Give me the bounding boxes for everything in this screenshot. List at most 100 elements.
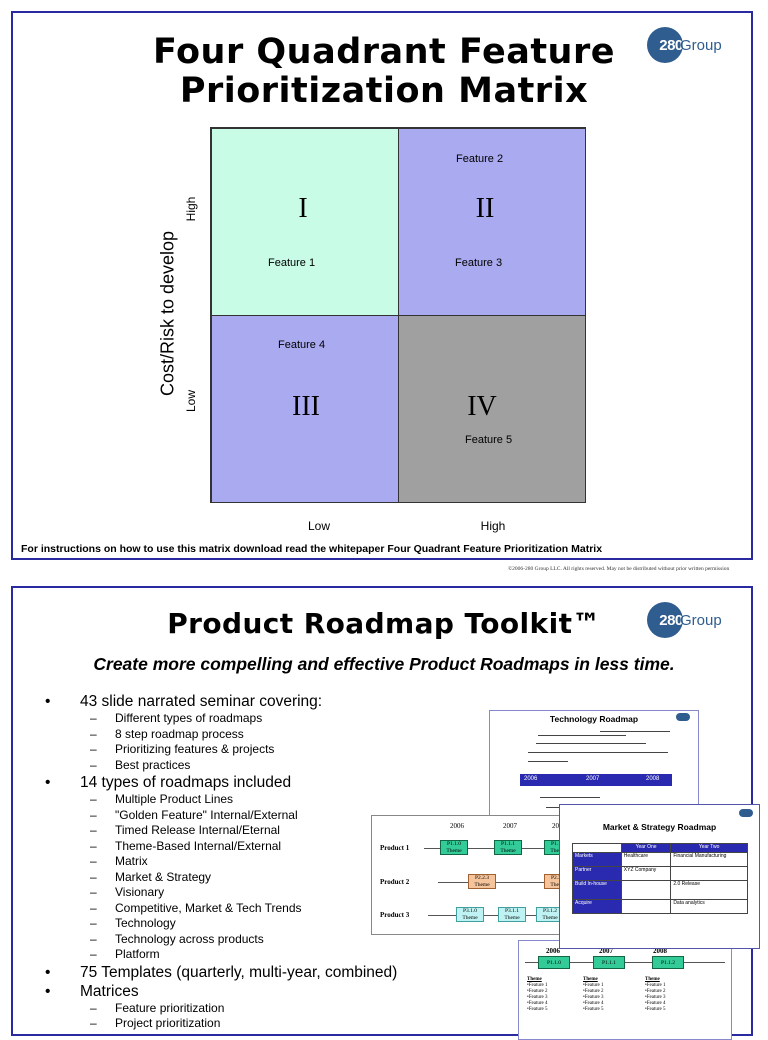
release-box: P1.1.2 bbox=[652, 956, 684, 969]
logo-circle: 280 bbox=[647, 602, 683, 638]
sub-bullet-item: 8 step roadmap process bbox=[80, 727, 397, 743]
table-cell: XYZ Company bbox=[620, 866, 672, 881]
bullet-text: Matrices bbox=[80, 982, 139, 1000]
sub-bullet-item: Technology bbox=[80, 916, 397, 932]
sub-bullet-item: Technology across products bbox=[80, 932, 397, 948]
slide-feature-matrix: Four Quadrant Feature Prioritization Mat… bbox=[11, 11, 753, 560]
slide-roadmap-toolkit: Product Roadmap Toolkit™ 280 Group Creat… bbox=[11, 586, 760, 1040]
theme-column: Theme •Feature 1 •Feature 2 •Feature 3 •… bbox=[527, 977, 548, 1013]
feature-1-label: Feature 1 bbox=[268, 257, 316, 269]
theme-item: •Feature 4 bbox=[583, 1001, 604, 1006]
logo-text: Group bbox=[680, 36, 722, 54]
product-lines-thumbnail: 2006 2007 2008 Product 1 Product 2 Produ… bbox=[371, 815, 583, 935]
y-tick-low: Low bbox=[184, 390, 198, 413]
table-cell bbox=[620, 899, 672, 914]
theme-column: Theme •Feature 1 •Feature 2 •Feature 3 •… bbox=[583, 977, 604, 1013]
y-axis-label: Cost/Risk to develop bbox=[157, 230, 178, 397]
timeline-arrow bbox=[525, 962, 725, 963]
theme-item: •Feature 4 bbox=[527, 1001, 548, 1006]
slide1-title: Four Quadrant Feature Prioritization Mat… bbox=[13, 33, 755, 111]
release-box: P1.1.0 bbox=[538, 956, 570, 969]
release-box: P1.1.1 Theme bbox=[494, 840, 522, 855]
quadrant-1-numeral: I bbox=[298, 193, 308, 224]
slide1-title-line1: Four Quadrant Feature bbox=[153, 32, 615, 72]
theme-column: Theme •Feature 1 •Feature 2 •Feature 3 •… bbox=[645, 977, 666, 1013]
table-col-header: Year Two bbox=[670, 843, 748, 853]
sub-bullet-item: Competitive, Market & Tech Trends bbox=[80, 901, 397, 917]
release-box: P3.1.1 Theme bbox=[498, 907, 526, 922]
release-box: P3.1.0 Theme bbox=[456, 907, 484, 922]
logo-number: 280 bbox=[659, 611, 683, 629]
theme-item: •Feature 5 bbox=[645, 1007, 666, 1012]
feature-5-label: Feature 5 bbox=[465, 434, 513, 446]
theme-roadmap-thumbnail: 2006 2007 2008 P1.1.0 P1.1.1 P1.1.2 Them… bbox=[518, 940, 732, 1040]
theme-item: •Feature 2 bbox=[527, 989, 548, 994]
quadrant-2: Feature 2 II Feature 3 bbox=[398, 128, 586, 316]
theme-item: •Feature 1 bbox=[583, 983, 604, 988]
roadmap-line bbox=[538, 735, 626, 736]
quadrant-4-numeral: IV bbox=[467, 391, 497, 422]
timeline-bar: 2006 2007 2008 bbox=[520, 774, 672, 786]
theme-item: •Feature 3 bbox=[645, 995, 666, 1000]
sub-bullet-item: Multiple Product Lines bbox=[80, 792, 397, 808]
logo-number: 280 bbox=[659, 36, 683, 54]
quadrant-matrix: I Feature 1 Feature 2 II Feature 3 Featu… bbox=[210, 127, 586, 503]
table-cell: Financial Manufacturing bbox=[670, 852, 748, 867]
table-row-header: Build In-house bbox=[572, 880, 622, 900]
theme-item: •Feature 5 bbox=[583, 1007, 604, 1012]
theme-heading: Theme bbox=[583, 977, 598, 982]
table-row-header: Acquire bbox=[572, 899, 622, 914]
sub-bullet-item: Timed Release Internal/Eternal bbox=[80, 823, 397, 839]
table-col-header: Year One bbox=[620, 843, 672, 853]
table-cell: Healthcare bbox=[620, 852, 672, 867]
feature-2-label: Feature 2 bbox=[456, 153, 504, 165]
bullet-text: 14 types of roadmaps included bbox=[80, 774, 292, 791]
prod-year: 2007 bbox=[503, 822, 517, 830]
roadmap-line bbox=[536, 743, 646, 744]
quadrant-4: IV Feature 5 bbox=[398, 315, 586, 503]
sub-bullet-list: Feature prioritizationProject prioritiza… bbox=[80, 1001, 397, 1032]
mini-logo-icon bbox=[676, 713, 690, 721]
product-row-label: Product 2 bbox=[380, 878, 410, 886]
theme-item: •Feature 1 bbox=[645, 983, 666, 988]
slide2-title: Product Roadmap Toolkit™ bbox=[167, 607, 601, 640]
table-cell bbox=[620, 880, 672, 900]
bullet-text: 43 slide narrated seminar covering: bbox=[80, 693, 323, 710]
theme-item: •Feature 5 bbox=[527, 1007, 548, 1012]
bullet-item: 75 Templates (quarterly, multi-year, com… bbox=[33, 963, 397, 982]
tech-year-2008: 2008 bbox=[646, 776, 660, 782]
x-tick-high: High bbox=[480, 519, 506, 533]
sub-bullet-item: Matrix bbox=[80, 854, 397, 870]
tech-year-2007: 2007 bbox=[586, 776, 600, 782]
theme-item: •Feature 2 bbox=[583, 989, 604, 994]
product-row-label: Product 1 bbox=[380, 844, 410, 852]
sub-bullet-item: Feature prioritization bbox=[80, 1001, 397, 1017]
feature-3-label: Feature 3 bbox=[455, 257, 503, 269]
logo-text: Group bbox=[680, 611, 722, 629]
thumb-tech-title: Technology Roadmap bbox=[549, 714, 639, 724]
company-logo-2: 280 Group bbox=[647, 602, 722, 638]
table-cell: 2.0 Release bbox=[670, 880, 748, 900]
theme-heading: Theme bbox=[645, 977, 660, 982]
sub-bullet-item: Best practices bbox=[80, 758, 397, 774]
bullet-text: 75 Templates (quarterly, multi-year, com… bbox=[80, 963, 398, 981]
timeline-arrow bbox=[438, 882, 578, 883]
theme-item: •Feature 2 bbox=[645, 989, 666, 994]
x-tick-low: Low bbox=[307, 519, 330, 533]
bottom-year: 2007 bbox=[599, 947, 613, 955]
sub-bullet-item: Prioritizing features & projects bbox=[80, 742, 397, 758]
sub-bullet-item: Platform bbox=[80, 947, 397, 963]
quadrant-1: I Feature 1 bbox=[211, 128, 399, 316]
slide2-subtitle: Create more compelling and effective Pro… bbox=[93, 654, 675, 674]
slide1-title-line2: Prioritization Matrix bbox=[179, 71, 589, 111]
prod-year: 2006 bbox=[450, 822, 464, 830]
roadmap-line bbox=[600, 731, 670, 732]
theme-item: •Feature 3 bbox=[583, 995, 604, 1000]
table-cell bbox=[670, 866, 748, 881]
sub-bullet-item: Different types of roadmaps bbox=[80, 711, 397, 727]
bullet-item: MatricesFeature prioritizationProject pr… bbox=[33, 982, 397, 1032]
y-tick-high: High bbox=[184, 196, 198, 222]
company-logo: 280 Group bbox=[647, 27, 722, 63]
feature-bullet-list: 43 slide narrated seminar covering:Diffe… bbox=[33, 692, 397, 1032]
theme-item: •Feature 1 bbox=[527, 983, 548, 988]
